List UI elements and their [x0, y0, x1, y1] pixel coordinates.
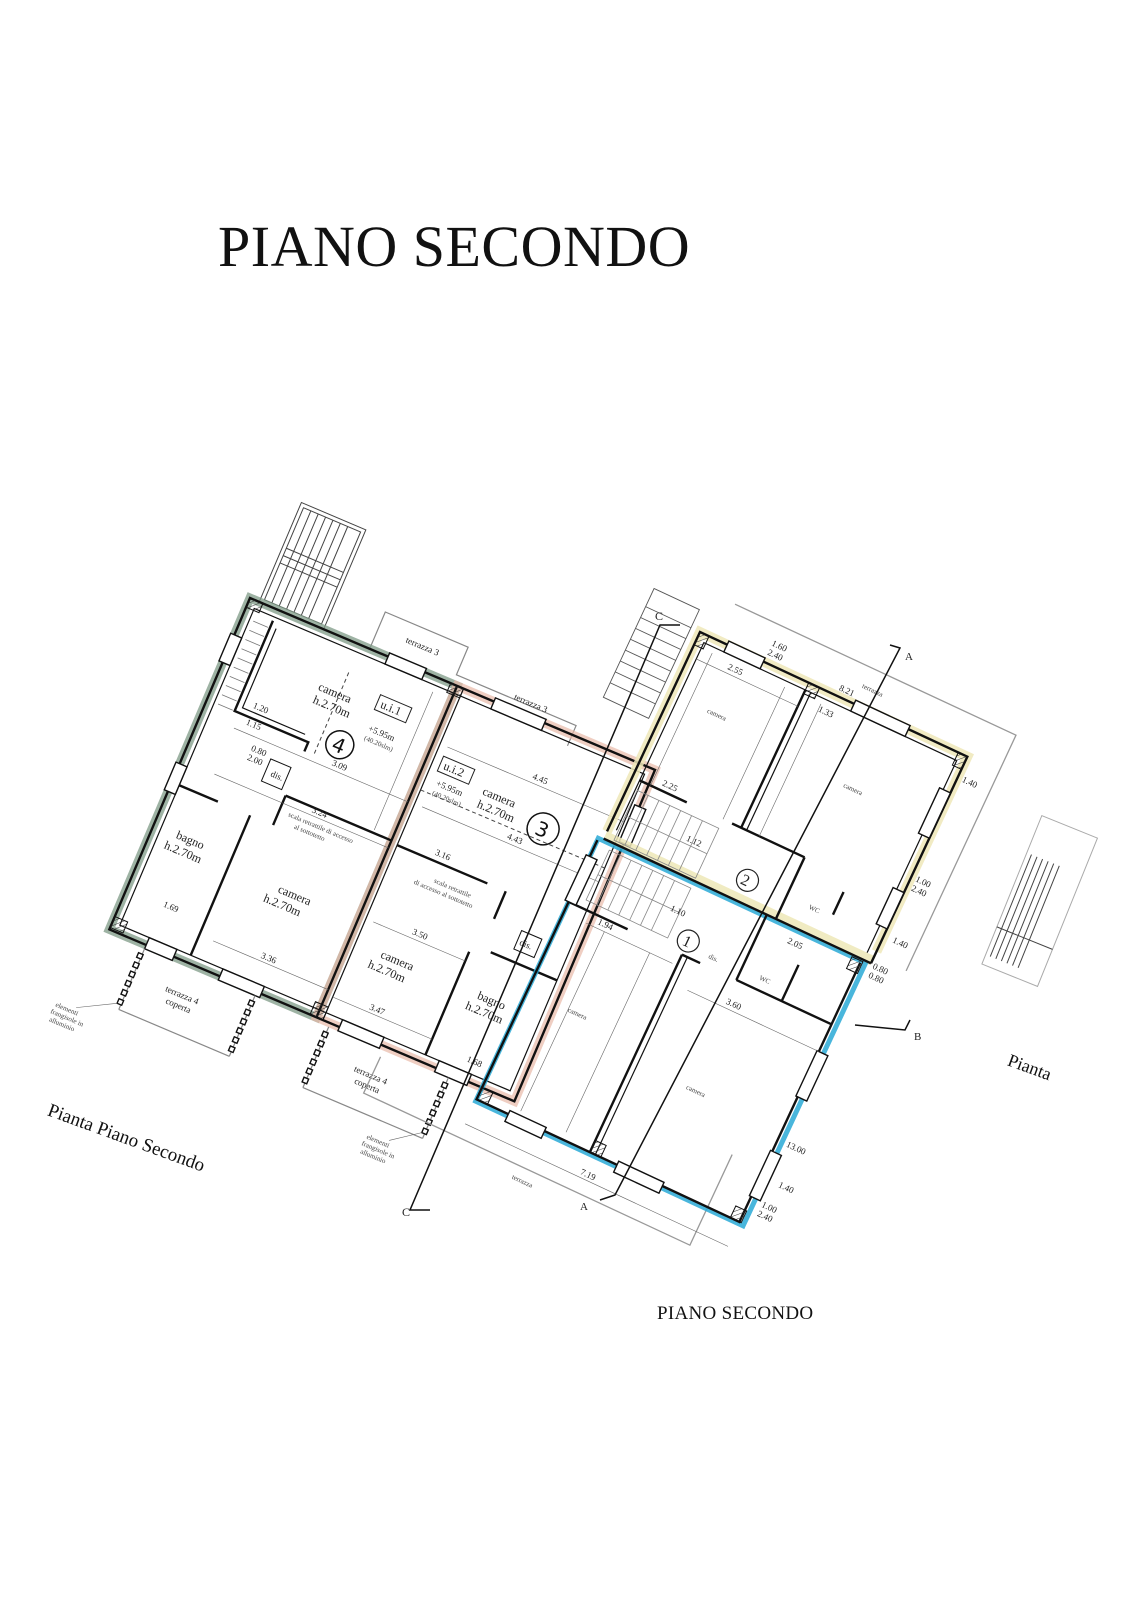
room-label: WC: [807, 903, 821, 915]
svg-text:2.05: 2.05: [786, 936, 805, 952]
central-stair: [585, 789, 720, 939]
hatched-pillars-right: [475, 631, 969, 1224]
svg-text:3.50: 3.50: [411, 926, 430, 942]
svg-text:1.40: 1.40: [891, 935, 910, 951]
windows-right-block: [503, 640, 952, 1202]
svg-text:4.45: 4.45: [531, 771, 550, 787]
svg-text:1.94: 1.94: [596, 917, 615, 933]
terrace-label: terrazza 3: [404, 635, 441, 658]
svg-text:3.16: 3.16: [434, 847, 453, 863]
section-mark-a: A: [905, 651, 913, 663]
internal-stair-unit-4: [217, 620, 269, 711]
svg-text:3.09: 3.09: [330, 758, 349, 774]
section-mark-c: C: [402, 1205, 410, 1219]
svg-text:1.10: 1.10: [669, 903, 688, 919]
svg-text:7.19: 7.19: [579, 1167, 598, 1183]
windows-left-block: [143, 632, 647, 1087]
page-title: PIANO SECONDO: [218, 214, 691, 279]
svg-text:2.55: 2.55: [726, 662, 745, 678]
svg-text:1.68: 1.68: [465, 1054, 484, 1070]
right-block: camera camera WC 2 terrazza 2.55 8.21 1.…: [362, 587, 1017, 1247]
svg-text:3.47: 3.47: [368, 1002, 387, 1018]
section-line-c: [408, 624, 680, 1211]
room-label: camera: [842, 781, 865, 797]
svg-text:1.15: 1.15: [245, 717, 264, 733]
unit-marker-4: 4: [328, 732, 349, 759]
svg-text:1.12: 1.12: [685, 833, 704, 849]
room-label: camera: [566, 1006, 589, 1022]
unit-marker-3: 3: [532, 816, 553, 843]
unit-1-highlight: [472, 835, 869, 1230]
room-label: WC: [758, 974, 772, 986]
unit-2-highlight: [602, 625, 975, 954]
section-mark-c: C: [655, 609, 663, 623]
walls-left-block: [107, 596, 657, 1103]
dis-label: dis.: [269, 769, 285, 783]
section-mark-a: A: [580, 1201, 588, 1213]
svg-text:1.33: 1.33: [817, 704, 836, 720]
caption-piano-secondo: PIANO SECONDO: [657, 1303, 814, 1324]
svg-text:1.40: 1.40: [960, 774, 979, 790]
svg-text:3.36: 3.36: [260, 950, 279, 966]
section-mark-b: B: [914, 1031, 921, 1043]
section-line-a: [599, 644, 902, 1201]
svg-text:13.00: 13.00: [785, 1139, 808, 1157]
adjacent-plan-partial: [981, 814, 1099, 988]
external-stair-right: [602, 587, 700, 720]
room-label: camera: [706, 707, 729, 723]
svg-text:1.40: 1.40: [777, 1180, 796, 1196]
svg-text:3.24: 3.24: [310, 805, 329, 821]
svg-text:3.60: 3.60: [725, 996, 744, 1012]
frangisole-elements: [116, 951, 449, 1136]
svg-text:1.69: 1.69: [162, 899, 181, 915]
dis-label: dis.: [707, 952, 720, 964]
room-label: camera: [685, 1083, 708, 1099]
terrace-label: terrazza: [511, 1173, 535, 1190]
hatched-pillars-left: [109, 597, 465, 1021]
svg-text:4.43: 4.43: [506, 831, 525, 847]
terrazza-3-outline: [369, 611, 577, 747]
